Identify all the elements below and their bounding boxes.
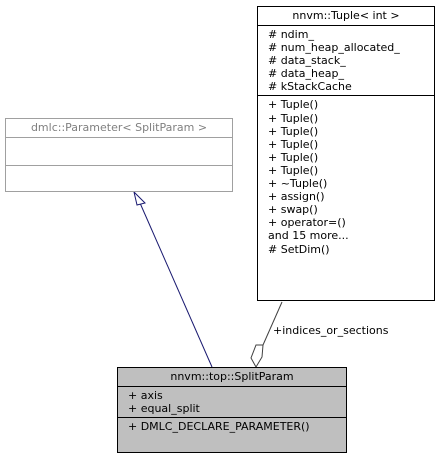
member-line: # data_stack_ (268, 54, 346, 68)
methods-section: + DMLC_DECLARE_PARAMETER() (118, 417, 346, 435)
member-line: # ndim_ (268, 28, 314, 41)
member-line: + axis (128, 389, 163, 402)
attributes-section (6, 137, 232, 165)
member-line: # SetDim() (268, 242, 330, 256)
inheritance-arrowhead (133, 190, 146, 206)
class-title: nnvm::top::SplitParam (170, 370, 294, 383)
class-box-split-param[interactable]: nnvm::top::SplitParam + axis+ equal_spli… (117, 367, 347, 453)
class-title: dmlc::Parameter< SplitParam > (30, 121, 208, 134)
aggregation-edge (262, 301, 283, 346)
methods-section: + Tuple()+ Tuple()+ Tuple()+ Tuple()+ Tu… (258, 95, 434, 257)
class-box-dmlc-parameter[interactable]: dmlc::Parameter< SplitParam > (5, 118, 233, 192)
methods-section (6, 165, 232, 193)
attributes-section: + axis+ equal_split (118, 386, 346, 417)
member-line: + Tuple() (268, 124, 319, 138)
member-line: + Tuple() (268, 98, 319, 112)
member-line: + Tuple() (268, 111, 319, 125)
member-line: + swap() (268, 203, 318, 217)
member-line: # num_heap_allocated_ (268, 41, 400, 55)
class-box-tuple[interactable]: nnvm::Tuple< int > # ndim_# num_heap_all… (257, 6, 435, 301)
member-line: # data_heap_ (268, 67, 344, 81)
member-line: + DMLC_DECLARE_PARAMETER() (128, 420, 310, 434)
member-line: + operator=() (268, 216, 346, 230)
attributes-section: # ndim_# num_heap_allocated_# data_stack… (258, 25, 434, 95)
class-title: nnvm::Tuple< int > (292, 9, 400, 22)
member-line: + equal_split (128, 402, 200, 416)
member-line: and 15 more... (268, 229, 349, 243)
member-line: + ~Tuple() (268, 177, 328, 191)
inheritance-edge (139, 202, 213, 368)
aggregation-label: +indices_or_sections (273, 324, 389, 337)
member-line: + Tuple() (268, 150, 319, 164)
member-line: + Tuple() (268, 163, 319, 177)
member-line: # kStackCache (268, 80, 352, 94)
member-line: + Tuple() (268, 137, 319, 151)
aggregation-diamond (250, 344, 264, 368)
member-line: + assign() (268, 190, 325, 204)
